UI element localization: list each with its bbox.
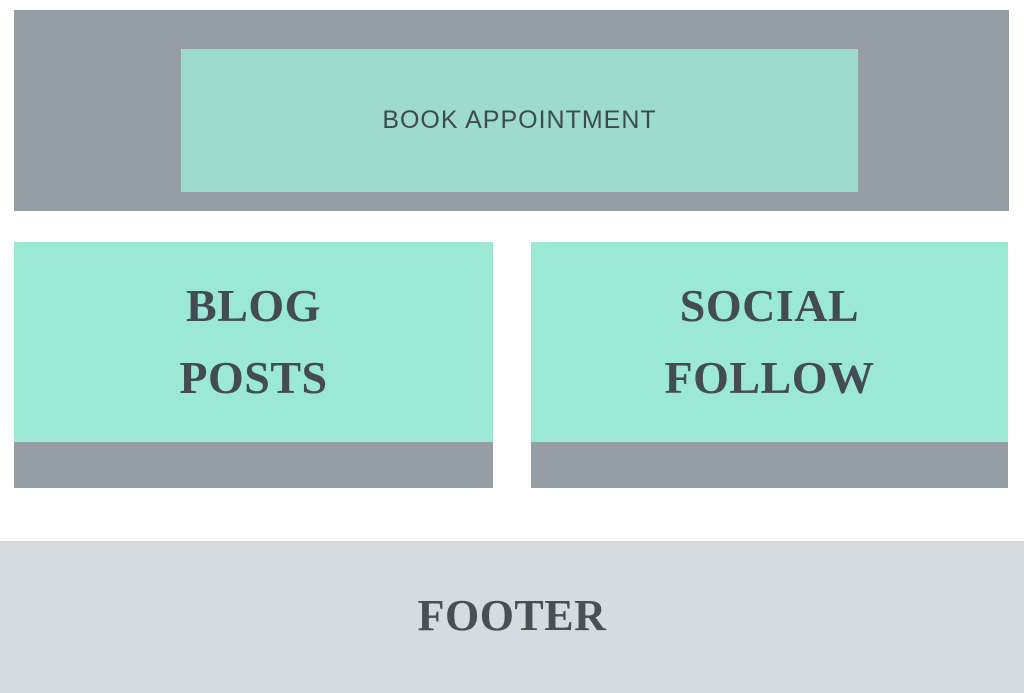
social-follow-panel[interactable]: SOCIAL FOLLOW xyxy=(531,242,1008,442)
footer-label: FOOTER xyxy=(417,590,607,640)
blog-posts-title-line-1: BLOG xyxy=(186,280,321,331)
blog-posts-title-line-2: POSTS xyxy=(179,352,328,403)
social-follow-title-line-2: FOLLOW xyxy=(664,352,875,403)
header-section: BOOK APPOINTMENT xyxy=(14,10,1009,211)
social-follow-card: SOCIAL FOLLOW xyxy=(531,242,1008,488)
book-appointment-label: BOOK APPOINTMENT xyxy=(382,106,657,134)
social-follow-title-line-1: SOCIAL xyxy=(679,280,860,331)
blog-posts-panel[interactable]: BLOG POSTS xyxy=(14,242,493,442)
blog-posts-card: BLOG POSTS xyxy=(14,242,493,488)
footer-section: FOOTER xyxy=(0,541,1024,693)
book-appointment-button[interactable]: BOOK APPOINTMENT xyxy=(181,49,858,192)
